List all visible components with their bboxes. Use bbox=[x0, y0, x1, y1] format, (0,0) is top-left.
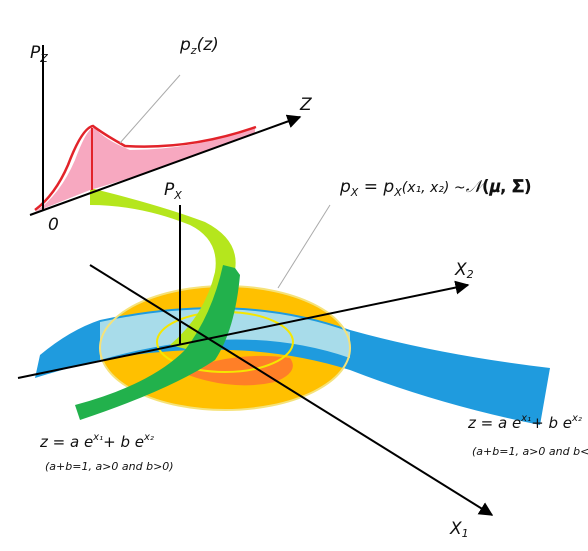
x1-axis-line bbox=[89, 264, 494, 516]
px-distribution-label: pX = pX(x₁, x₂) ~𝒩(𝝁, 𝚺) bbox=[339, 177, 532, 199]
z-axis-line bbox=[29, 114, 302, 216]
pz-curve-label: pz(z) bbox=[179, 35, 219, 57]
right-equation: z = a ex₁+ b ex₂ bbox=[467, 413, 582, 432]
green-band-light bbox=[90, 188, 240, 350]
px-axis-label: PX bbox=[164, 180, 182, 202]
left-equation: z = a ex₁+ b ex₂ bbox=[39, 432, 154, 451]
x2-axis-label: X2 bbox=[454, 260, 474, 281]
right-equation-note: (a+b=1, a>0 and b<0) bbox=[472, 445, 588, 458]
px-pointer-line bbox=[277, 204, 331, 289]
pz-axis-label: PZ bbox=[30, 43, 48, 65]
green-band-dark bbox=[75, 265, 240, 420]
x1-axis-label: X1 bbox=[449, 519, 469, 540]
pz-density-fill bbox=[35, 127, 255, 212]
origin-label: 0 bbox=[48, 215, 59, 235]
pz-density-curve bbox=[34, 124, 257, 211]
z-axis-label: Z bbox=[299, 95, 312, 115]
x2-axis-line bbox=[17, 280, 470, 379]
pz-pointer-line bbox=[119, 74, 181, 144]
left-equation-note: (a+b=1, a>0 and b>0) bbox=[45, 460, 174, 473]
